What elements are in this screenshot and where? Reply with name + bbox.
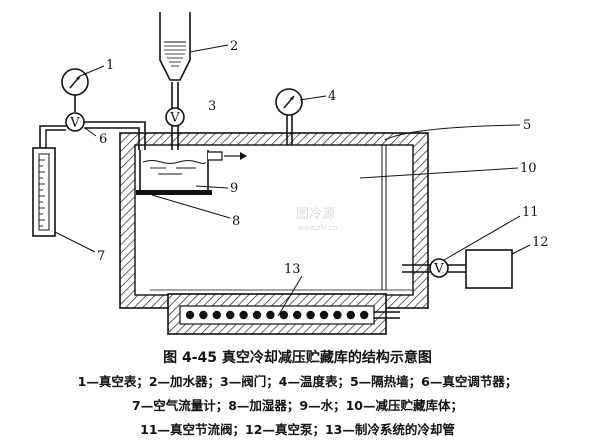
water xyxy=(142,160,206,175)
label-3: 3 xyxy=(208,99,216,114)
label-8: 8 xyxy=(232,214,240,229)
watermark-sub: www.zhl.cn xyxy=(298,224,337,232)
cooling-pipe-coils xyxy=(185,310,369,320)
cooling-pipe-coil xyxy=(252,310,262,320)
valve-symbol: V xyxy=(169,111,180,126)
cooling-pipe-coil xyxy=(333,310,342,320)
cooling-pipe-coil xyxy=(239,310,248,320)
vacuum-pump xyxy=(465,249,513,289)
cooling-pipe-coil xyxy=(212,310,221,320)
vacuum-gauge xyxy=(61,68,89,112)
cooling-pipe-coil xyxy=(226,310,235,320)
cooling-pipe-coil xyxy=(319,310,329,320)
cooling-pipe-coil xyxy=(293,310,302,320)
cooling-pipe-coil xyxy=(306,310,315,320)
cooling-pipe-channel xyxy=(167,293,400,335)
cooling-pipe-coil xyxy=(199,310,208,320)
storage-diagram: V V V xyxy=(32,12,549,335)
figure-caption: 图 4-45 真空冷却减压贮藏库的结构示意图 xyxy=(163,350,432,366)
legend-line-1: 1—真空表；2—加水器；3—阀门；4—温度表；5—隔热墙；6—真空调节器； xyxy=(77,374,518,389)
water-adder xyxy=(159,12,191,108)
label-7: 7 xyxy=(97,249,105,264)
air-flow-meter xyxy=(32,147,56,237)
label-4: 4 xyxy=(328,89,336,104)
regulator-valve-symbol: V xyxy=(69,116,80,131)
label-13: 13 xyxy=(284,262,301,277)
valve: V xyxy=(165,107,185,150)
label-11: 11 xyxy=(522,205,539,220)
label-1: 1 xyxy=(106,58,114,73)
label-12: 12 xyxy=(532,235,549,250)
temperature-gauge xyxy=(275,88,303,145)
vacuum-regulator-line: V xyxy=(39,112,146,150)
label-2: 2 xyxy=(230,39,238,54)
vacuum-throttle-valve: V xyxy=(402,258,466,278)
cooling-pipe-coil xyxy=(360,310,369,320)
cooling-pipe-coil xyxy=(346,310,355,320)
cooling-pipe-coil xyxy=(279,310,288,320)
label-6: 6 xyxy=(99,132,107,147)
legend-line-3: 11—真空节流阀；12—真空泵；13—制冷系统的冷却管 xyxy=(140,422,455,437)
watermark-main: 图冷源 xyxy=(296,207,335,222)
inner-lining xyxy=(150,145,413,291)
throttle-valve-symbol: V xyxy=(433,262,444,277)
cooling-pipe-coil xyxy=(266,310,275,320)
label-9: 9 xyxy=(230,181,238,196)
humidifier xyxy=(136,150,247,195)
leader-lines xyxy=(54,44,531,317)
cooling-pipe-coil xyxy=(185,310,195,320)
label-10: 10 xyxy=(520,161,537,176)
legend-line-2: 7—空气流量计；8—加湿器；9—水；10—减压贮藏库体； xyxy=(132,398,463,413)
label-5: 5 xyxy=(523,118,531,133)
